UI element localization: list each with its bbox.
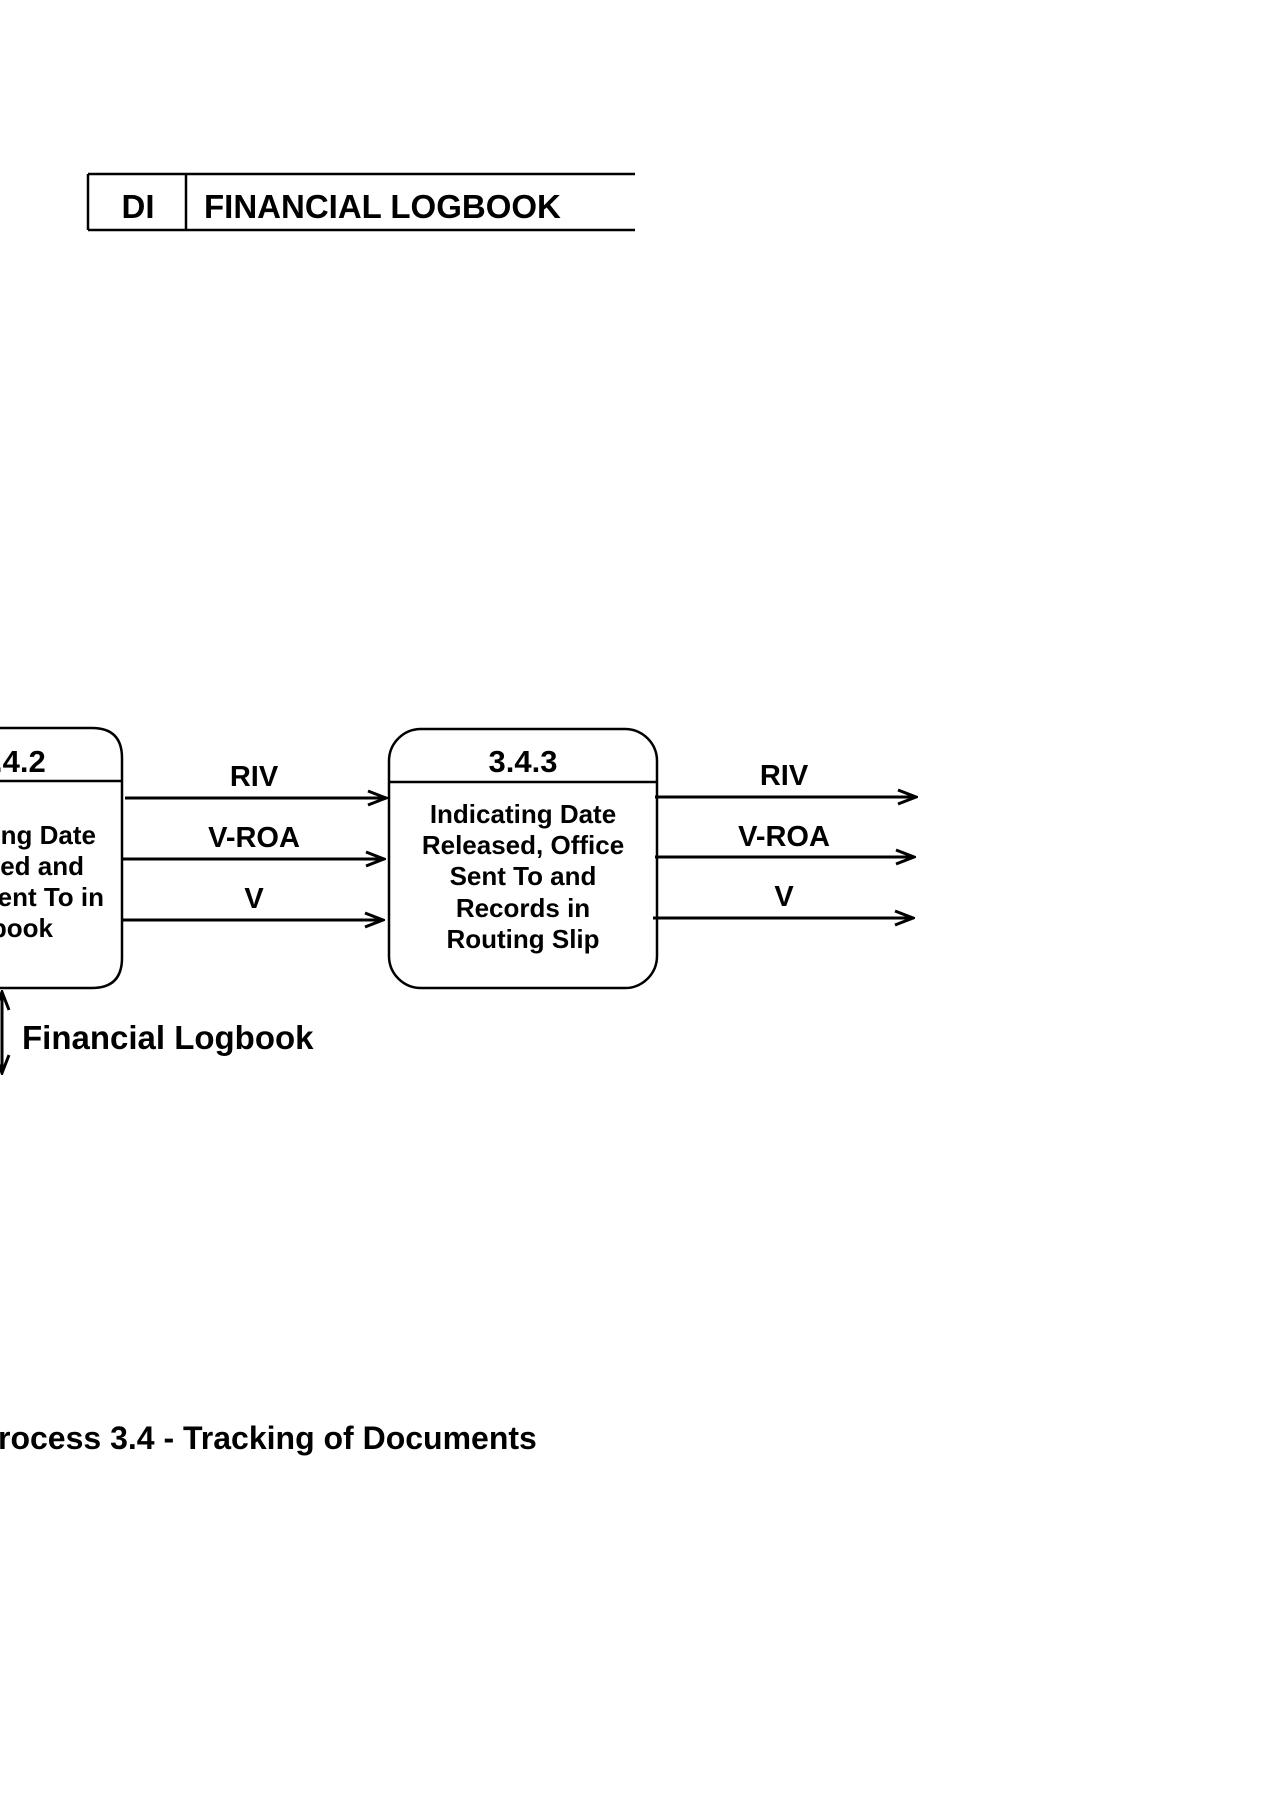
flows-between-processes: RIV V-ROA V xyxy=(122,761,386,920)
process-3-4-3: 3.4.3 Indicating Date Released, Office S… xyxy=(387,727,659,990)
process-right-id: 3.4.3 xyxy=(489,744,558,779)
process-left-line-3: ent To in xyxy=(0,882,104,912)
data-store-financial-logbook: DI FINANCIAL LOGBOOK xyxy=(86,172,635,232)
data-store-name: FINANCIAL LOGBOOK xyxy=(204,188,561,225)
flow-label-riv: RIV xyxy=(230,761,279,793)
process-right-line-4: Records in xyxy=(456,893,590,923)
store-link: Financial Logbook xyxy=(2,992,314,1073)
out-label-vroa: V-ROA xyxy=(738,821,830,853)
out-label-riv: RIV xyxy=(760,760,809,792)
process-right-line-5: Routing Slip xyxy=(446,924,599,954)
flow-label-v: V xyxy=(244,883,264,915)
flows-outgoing: RIV V-ROA V xyxy=(653,760,916,918)
process-right-line-3: Sent To and xyxy=(450,861,597,891)
process-left-id: .4.2 xyxy=(0,744,46,779)
process-right-line-2: Released, Office xyxy=(422,830,624,860)
process-left-line-1: ng Date xyxy=(1,820,96,850)
out-label-v: V xyxy=(774,881,794,913)
process-right-line-1: Indicating Date xyxy=(430,799,616,829)
process-left-partial: .4.2 ng Date ed and ent To in book xyxy=(0,726,124,990)
store-link-label: Financial Logbook xyxy=(22,1019,314,1056)
flow-label-vroa: V-ROA xyxy=(208,822,300,854)
process-left-line-2: ed and xyxy=(0,851,84,881)
figure-caption: rocess 3.4 - Tracking of Documents xyxy=(0,1420,537,1456)
process-left-line-4: book xyxy=(0,913,54,943)
data-store-id: DI xyxy=(122,188,155,225)
